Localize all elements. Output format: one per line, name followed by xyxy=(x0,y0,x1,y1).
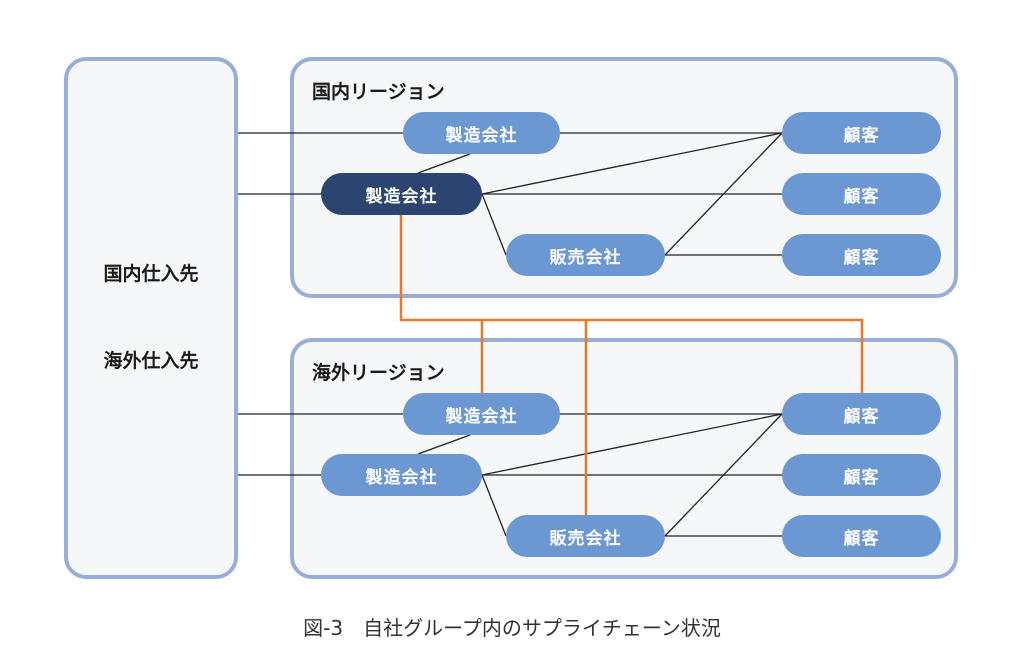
link-sales-customer1-overseas xyxy=(664,413,783,537)
cross-region-trunk xyxy=(399,215,864,393)
supplier-box: 国内仕入先 海外仕入先 xyxy=(64,57,238,579)
link-mfg-b-customer1-overseas xyxy=(481,413,783,476)
overseas-customer-1: 顧客 xyxy=(782,393,941,435)
figure-caption: 図-3 自社グループ内のサプライチェーン状況 xyxy=(303,616,721,640)
domestic-mfg-a: 製造会社 xyxy=(403,112,560,154)
link-mfg-a-mfg-b-overseas xyxy=(417,434,471,455)
domestic-customer-3: 顧客 xyxy=(782,234,941,276)
link-mfg-a-mfg-b-domestic xyxy=(417,153,471,174)
overseas-mfg-b: 製造会社 xyxy=(321,454,482,496)
overseas-region-title: 海外リージョン xyxy=(312,362,445,384)
domestic-sales: 販売会社 xyxy=(506,234,665,276)
domestic-supplier-label: 国内仕入先 xyxy=(103,263,199,285)
link-mfg-b-sales-overseas xyxy=(481,474,507,537)
domestic-customer-1: 顧客 xyxy=(782,112,941,154)
overseas-customer-3: 顧客 xyxy=(782,515,941,557)
domestic-customer-2: 顧客 xyxy=(782,173,941,215)
link-mfg-b-sales-domestic xyxy=(481,193,507,256)
link-sales-customer1-domestic xyxy=(664,132,783,256)
overseas-mfg-a: 製造会社 xyxy=(403,393,560,435)
domestic-mfg-b-highlighted: 製造会社 xyxy=(321,173,482,215)
link-mfg-b-customer1-domestic xyxy=(481,132,783,195)
overseas-sales: 販売会社 xyxy=(506,515,665,557)
overseas-supplier-label: 海外仕入先 xyxy=(103,350,199,372)
domestic-region-title: 国内リージョン xyxy=(312,81,445,103)
overseas-customer-2: 顧客 xyxy=(782,454,941,496)
